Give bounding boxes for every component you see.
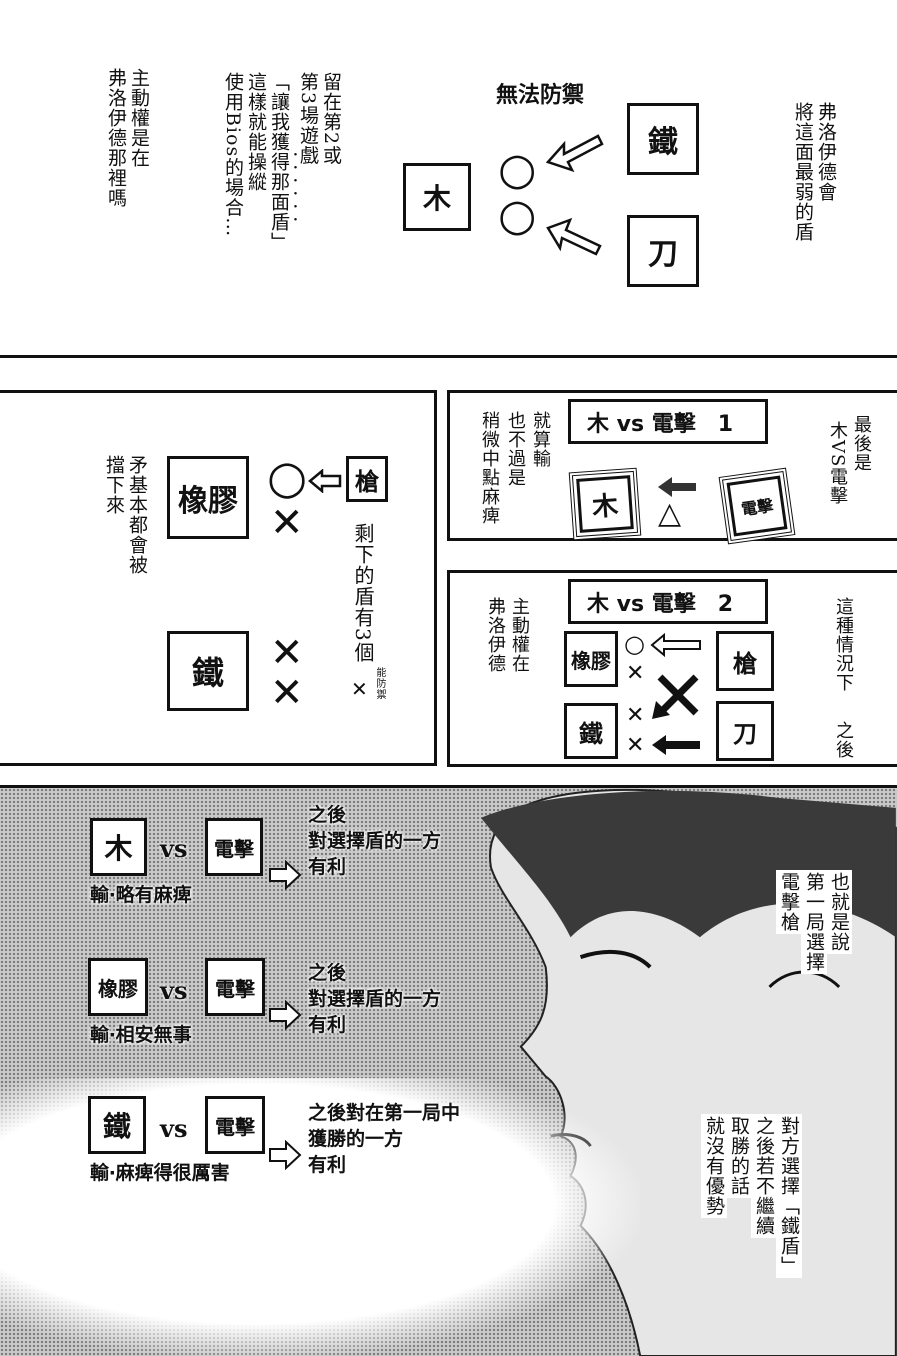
matchup-arrows-icon xyxy=(650,633,701,755)
blade-box: 刀 xyxy=(716,701,774,761)
bottom-panel: 木 vs 電擊 輸‧略有麻痺 之後 對選擇盾的一方 有利 橡膠 vs 電擊 輸‧… xyxy=(0,785,897,1356)
cross-mark: ✕ xyxy=(626,703,645,728)
vs-label: vs xyxy=(160,834,188,863)
caption-mid-col4: 這樣就能操縱 xyxy=(245,72,267,192)
shield-rubber-box: 橡膠 xyxy=(564,631,618,687)
cross-note: 能防禦 xyxy=(374,667,385,700)
left-panel-caption-col2: 擋下來 xyxy=(103,455,125,515)
circle-mark: ○ xyxy=(498,144,537,195)
circle-mark: ○ xyxy=(267,450,308,504)
arrow-left-icon xyxy=(658,477,696,497)
shield-wood-box: 木 xyxy=(576,475,634,533)
caption-left-col2: 弗洛伊德那裡嗎 xyxy=(105,68,127,208)
cross-note-mark: ✕ xyxy=(351,677,368,701)
result-line: 對選擇盾的一方 xyxy=(308,830,442,852)
right-panel-1: 就算輸 也不過是 稍微中點麻痺 木 vs 電擊 1 木 △ 電擊 最後是 木VS… xyxy=(447,390,897,541)
result-line: 獲勝的一方 xyxy=(308,1128,404,1150)
shield-wood-box: 木 xyxy=(90,818,147,876)
caption-mid-col5: 使用Bios的場合… xyxy=(222,72,244,238)
loss-note: 輸‧略有麻痺 xyxy=(90,884,192,906)
caption-mid-col1: 留在第2或 xyxy=(320,72,342,166)
caption-left-col1: 主動權是在 xyxy=(128,68,150,168)
vs-label: vs xyxy=(160,1114,188,1143)
outline-arrow-right-icon xyxy=(269,1000,302,1030)
shield-iron-box: 鐵 xyxy=(564,703,618,759)
shield-rubber-box: 橡膠 xyxy=(88,958,148,1016)
panel1-right-col2: 木VS電擊 xyxy=(827,421,848,506)
caption-top-col2: 第一局選擇 xyxy=(801,870,827,974)
cross-mark: ✕ xyxy=(626,661,645,686)
shield-iron-box: 鐵 xyxy=(167,631,249,711)
caption-top-col1: 也就是說 xyxy=(826,870,852,954)
outline-arrow-right-icon xyxy=(269,860,302,890)
result-line: 有利 xyxy=(308,1154,347,1176)
panel1-right-col1: 最後是 xyxy=(851,415,872,472)
panel1-caption-col1: 就算輸 xyxy=(530,411,551,468)
cross-mark: ✕ xyxy=(270,630,304,676)
cross-mark: ✕ xyxy=(270,670,304,716)
panel1-caption-col2: 也不過是 xyxy=(505,411,526,487)
result-line: 之後 xyxy=(308,804,347,826)
caption-bottom-col1: 對方選擇「鐵盾」 xyxy=(776,1114,802,1278)
caption-right-col2: 將這面最弱的盾 xyxy=(792,102,814,242)
result-line: 對選擇盾的一方 xyxy=(308,988,442,1010)
shield-rubber-box: 橡膠 xyxy=(167,456,249,539)
loss-note: 輸‧相安無事 xyxy=(90,1024,192,1046)
vs-label: vs xyxy=(160,976,188,1005)
spear-box: 槍 xyxy=(716,631,774,691)
caption-right-col1: 弗洛伊德會 xyxy=(815,102,837,202)
caption-mid-col2: 第3場遊戲 xyxy=(297,72,319,166)
caption-bottom-col2: 之後若不繼續 xyxy=(751,1114,777,1238)
caption-bottom-col3: 取勝的話 xyxy=(726,1114,752,1198)
heading-cannot-defend: 無法防禦 xyxy=(496,83,585,108)
spear-electric-box: 電擊 xyxy=(205,1096,265,1154)
result-line: 之後對在第一局中 xyxy=(308,1102,461,1124)
outline-arrows-icon xyxy=(545,134,604,256)
caption-mid-col3: 「讓我獲得那面盾」 xyxy=(268,72,290,252)
outline-arrow-icon xyxy=(308,469,342,493)
outline-arrow-right-icon xyxy=(269,1140,302,1170)
panel2-right-col1: 這種情況下 xyxy=(833,597,854,692)
left-panel: 矛基本都會被 擋下來 橡膠 ○ ✕ 槍 剩下的盾有3個 ✕ 能防禦 鐵 ✕ ✕ xyxy=(0,390,437,766)
panel-divider xyxy=(0,355,897,358)
circle-mark: ○ xyxy=(624,630,645,658)
panel2-caption-col2: 弗洛伊德 xyxy=(485,597,506,673)
panel1-caption-col3: 稍微中點麻痺 xyxy=(479,411,500,525)
spear-electric-box: 電擊 xyxy=(205,818,263,876)
triangle-mark: △ xyxy=(658,496,682,531)
right-panel-2: 主動權在 弗洛伊德 木 vs 電擊 2 橡膠 鐵 ○ ✕ ✕ ✕ 槍 刀 這種情… xyxy=(447,570,897,767)
spear-electric-box: 電擊 xyxy=(726,475,788,537)
left-panel-caption-col1: 矛基本都會被 xyxy=(126,455,148,575)
caption-top-col3: 電擊槍 xyxy=(776,870,802,934)
spear-blade-box: 刀 xyxy=(627,215,699,287)
circle-mark: ○ xyxy=(498,190,537,241)
panel1-title: 木 vs 電擊 1 xyxy=(568,399,768,444)
remaining-shields-caption: 剩下的盾有3個 xyxy=(351,523,375,663)
panel2-right-col2: 之後 xyxy=(833,721,854,759)
panel2-title: 木 vs 電擊 2 xyxy=(568,579,768,624)
spear-electric-box: 電擊 xyxy=(205,958,265,1016)
spear-iron-box: 鐵 xyxy=(627,103,699,175)
shield-wood-box: 木 xyxy=(403,163,471,231)
cross-mark: ✕ xyxy=(626,733,645,758)
emphasis-dots: ・・・・・・ xyxy=(288,148,302,226)
result-line: 有利 xyxy=(308,1014,347,1036)
cross-mark: ✕ xyxy=(270,500,304,546)
spear-box: 槍 xyxy=(346,456,388,502)
panel2-caption-col1: 主動權在 xyxy=(509,597,530,673)
result-line: 有利 xyxy=(308,856,347,878)
loss-note: 輸‧麻痺得很厲害 xyxy=(90,1162,230,1184)
caption-bottom-col4: 就沒有優勢 xyxy=(701,1114,727,1218)
shield-iron-box: 鐵 xyxy=(88,1096,146,1154)
result-line: 之後 xyxy=(308,962,347,984)
